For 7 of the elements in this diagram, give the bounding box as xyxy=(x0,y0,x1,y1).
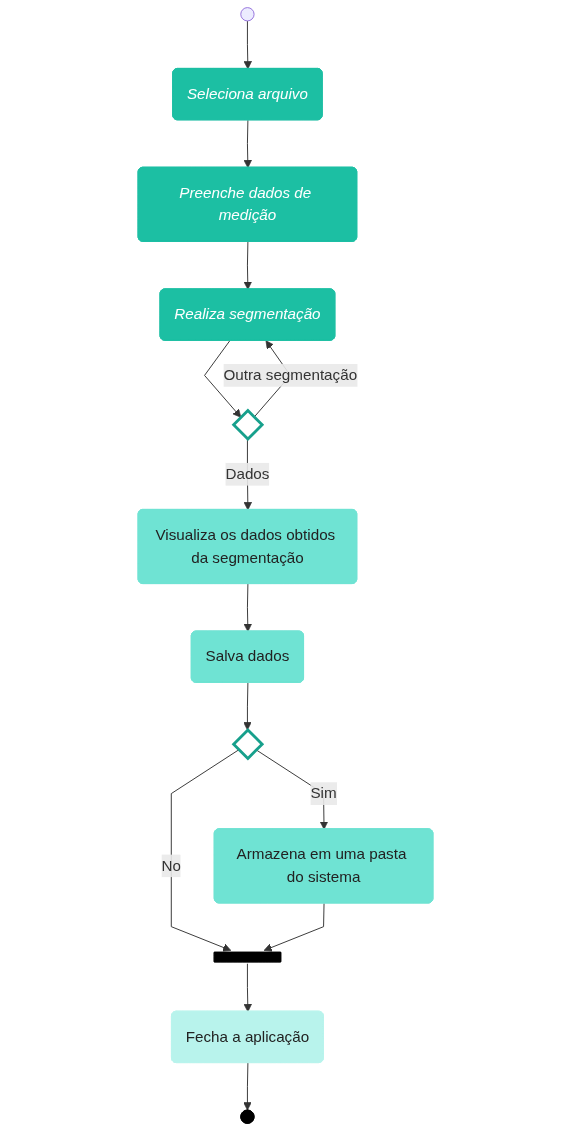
edge-label: Outra segmentação xyxy=(223,366,358,384)
edge-label: Sim xyxy=(310,785,337,802)
edge-label: Dados xyxy=(225,465,270,482)
node-diamond xyxy=(231,408,265,442)
edge-label: No xyxy=(161,857,182,874)
node-circle xyxy=(240,7,255,22)
node-diamond xyxy=(231,727,265,761)
